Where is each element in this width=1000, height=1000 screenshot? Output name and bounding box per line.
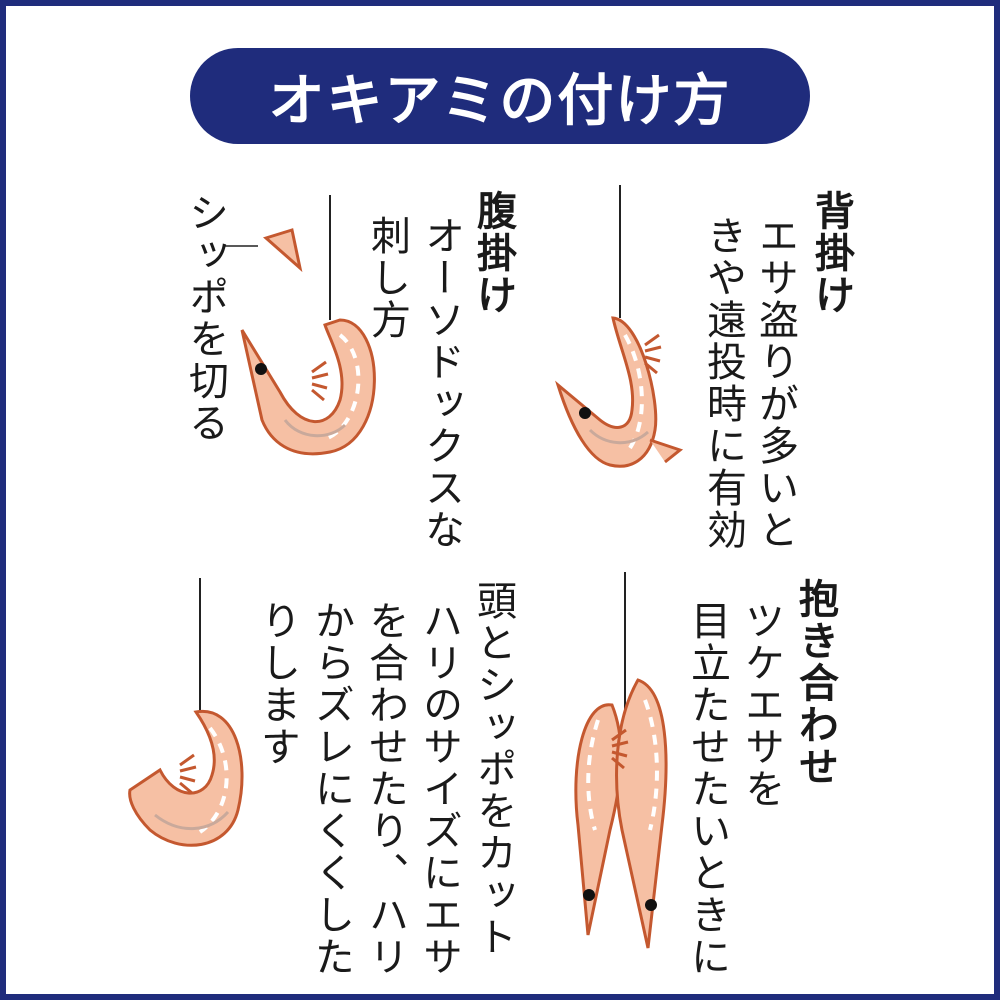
shrimp-body [555, 316, 658, 468]
back-hook-heading: 背掛け [808, 190, 854, 316]
shrimp-body [128, 709, 244, 847]
belly-hook-line-1: オーソドックスな [418, 215, 464, 551]
head-tail-line-5: りします [254, 600, 300, 768]
embrace-heading: 抱き合わせ [792, 578, 838, 788]
belly-hook-line-2: 刺し方 [364, 215, 410, 341]
head-tail-line-3: を合わせたり、ハリ [362, 600, 408, 978]
back-hook-line-2: きや遠投時に有効 [700, 215, 746, 551]
title-banner: オキアミの付け方 [190, 48, 810, 144]
shrimp-eye [583, 889, 595, 901]
head-tail-line-4: からズレにくくした [308, 600, 354, 978]
shrimp-body [240, 318, 376, 456]
back-hook-line-1: エサ盗りが多いと [752, 215, 798, 551]
shrimp-legs [310, 360, 330, 402]
cut-tail-piece [263, 228, 303, 273]
embrace-line-1: ツケエサを [738, 600, 784, 810]
embrace-shrimp-illustration [574, 572, 668, 949]
shrimp-legs [178, 753, 198, 795]
page-title: オキアミの付け方 [268, 68, 732, 134]
belly-hook-heading: 腹掛け [470, 190, 516, 316]
head-tail-line-1: 頭とシッポをカット [470, 580, 516, 958]
shrimp-eye [579, 407, 591, 419]
shrimp-eye [645, 899, 657, 911]
head-tail-cut-shrimp-illustration [128, 578, 244, 847]
tail-cut-label: シッポを切る [182, 192, 228, 444]
back-hook-shrimp-illustration [555, 185, 684, 468]
shrimp-eye [255, 363, 267, 375]
head-tail-line-2: ハリのサイズにエサ [416, 600, 462, 978]
embrace-line-2: 目立たせたいときに [684, 600, 730, 978]
shrimp-body [615, 678, 668, 949]
belly-hook-shrimp-illustration [225, 195, 376, 456]
